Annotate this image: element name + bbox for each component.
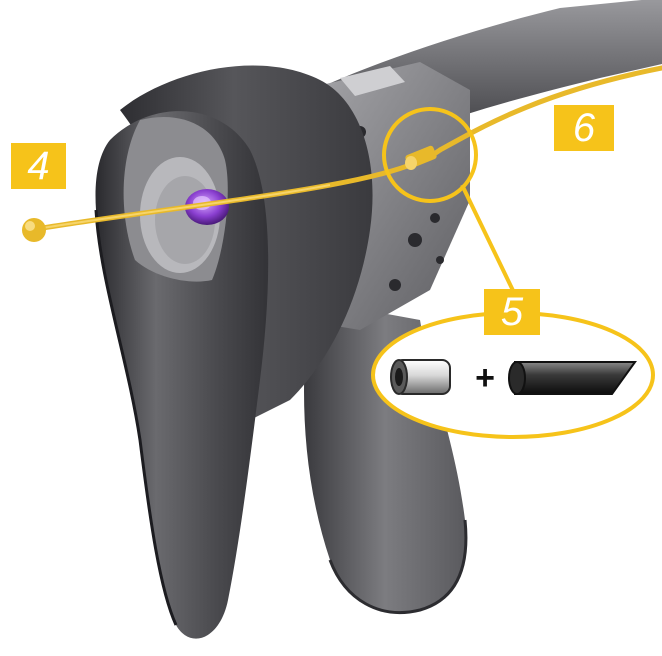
step-5-label: 5: [501, 292, 523, 332]
step-6-label: 6: [573, 108, 595, 148]
step-6-badge: 6: [554, 105, 614, 151]
step-4-badge: 4: [11, 143, 66, 189]
cable-end-nipple: [22, 218, 46, 242]
step-4-label: 4: [27, 146, 49, 186]
cable-housing-icon: [509, 362, 635, 394]
plus-sign: +: [470, 358, 500, 398]
ferrule-icon: [391, 360, 450, 394]
step-5-badge: 5: [484, 289, 540, 335]
